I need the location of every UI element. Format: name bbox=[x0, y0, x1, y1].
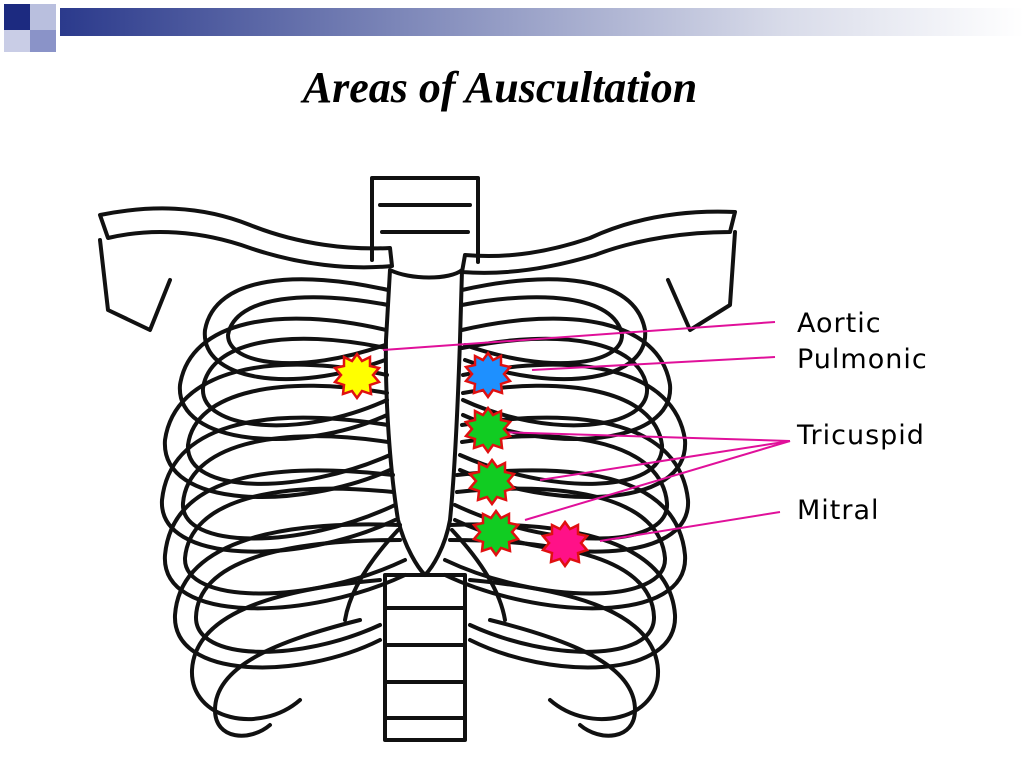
header-square-light bbox=[4, 30, 30, 52]
left-clavicle bbox=[98, 206, 394, 270]
left-rib-4-inner bbox=[180, 434, 397, 541]
right-rib-1 bbox=[460, 277, 648, 382]
left-rib-3 bbox=[162, 362, 392, 499]
left-rib-2-inner bbox=[200, 336, 389, 428]
pointer-lines bbox=[382, 321, 791, 542]
tricuspid-marker-middle bbox=[468, 458, 516, 506]
header-bar bbox=[4, 4, 1024, 52]
left-rib-7 bbox=[189, 578, 382, 722]
spine-upper bbox=[370, 176, 480, 264]
tricuspid-pointer-line-1 bbox=[494, 431, 791, 442]
spine-lower bbox=[383, 573, 467, 742]
header-square-dark bbox=[4, 4, 30, 30]
left-rib-6-inner bbox=[193, 538, 402, 654]
left-rib-1 bbox=[202, 277, 390, 382]
left-scapula bbox=[98, 238, 172, 332]
left-rib-8 bbox=[213, 618, 362, 738]
aortic-label: Aortic bbox=[797, 308, 882, 339]
aortic-pointer-line bbox=[382, 321, 776, 351]
sternum bbox=[383, 268, 464, 577]
left-rib-6 bbox=[172, 522, 402, 670]
rib-cage-illustration bbox=[98, 176, 737, 742]
right-rib-8 bbox=[488, 618, 637, 738]
left-rib-5 bbox=[162, 468, 407, 611]
tricuspid-label: Tricuspid bbox=[797, 420, 925, 451]
header-gradient-bar bbox=[60, 8, 1024, 36]
right-clavicle bbox=[460, 209, 737, 275]
mitral-pointer-line bbox=[599, 511, 781, 542]
tricuspid-pointer-line-2 bbox=[539, 440, 791, 481]
header-square-mid bbox=[30, 30, 56, 52]
left-rib-3-inner bbox=[185, 383, 392, 486]
header-square-light bbox=[30, 4, 56, 30]
right-costal-margin bbox=[450, 528, 507, 622]
right-rib-7 bbox=[468, 578, 661, 722]
pulmonic-pointer-line bbox=[531, 356, 776, 371]
pulmonic-label: Pulmonic bbox=[797, 344, 928, 375]
right-rib-5 bbox=[443, 468, 688, 611]
left-costal-margin bbox=[343, 528, 400, 622]
right-rib-1-inner bbox=[460, 295, 624, 366]
right-rib-3 bbox=[458, 362, 688, 499]
tricuspid-pointer-line-3 bbox=[524, 440, 791, 521]
right-scapula bbox=[666, 230, 737, 332]
slide-title: Areas of Auscultation bbox=[302, 63, 698, 112]
left-rib-1-inner bbox=[226, 295, 390, 366]
mitral-label: Mitral bbox=[797, 495, 880, 526]
